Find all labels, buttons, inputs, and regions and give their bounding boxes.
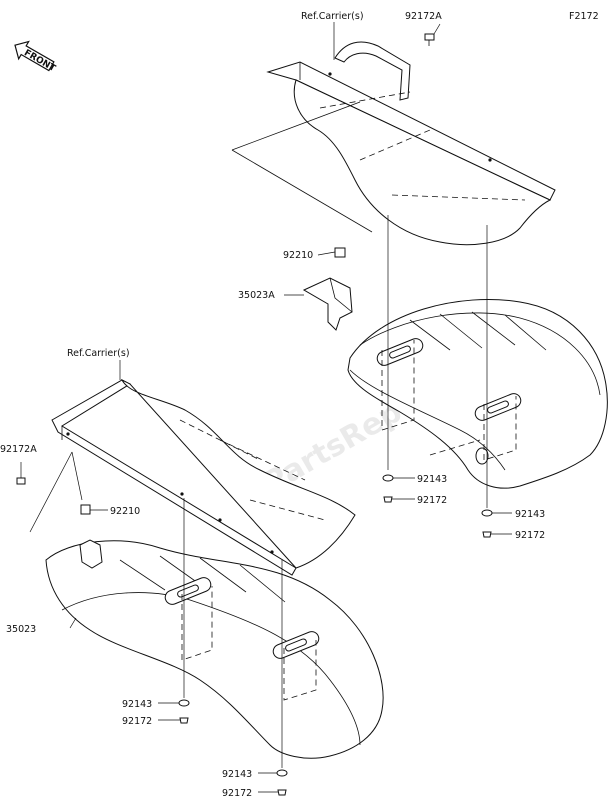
label-35023A: 35023A	[238, 290, 275, 301]
label-92172-right-2: 92172	[515, 530, 545, 541]
label-92143-right-1: 92143	[417, 474, 447, 485]
label-92143-bottom-2: 92143	[222, 769, 252, 780]
label-92172A-top: 92172A	[405, 11, 442, 22]
leader-clip-left	[29, 451, 83, 533]
label-92210-top: 92210	[283, 250, 313, 261]
label-35023: 35023	[6, 624, 36, 635]
bracket-35023A	[284, 277, 353, 331]
figure-code: F2172	[569, 11, 599, 22]
bolt-92172-right-2	[482, 531, 512, 538]
grommet-92143-right-2	[481, 509, 512, 517]
bolt-92172-bottom-1	[158, 717, 189, 724]
label-92143-bottom-1: 92143	[122, 699, 152, 710]
label-92143-right-2: 92143	[515, 509, 545, 520]
bolt-92172-bottom-2	[258, 789, 287, 796]
lower-cover-sheet	[120, 378, 356, 569]
label-92172A-left: 92172A	[0, 444, 37, 455]
label-92172-bottom-1: 92172	[122, 716, 152, 727]
label-92210-left: 92210	[110, 506, 140, 517]
grommet-92143-bottom-1	[158, 699, 190, 707]
clip-92210-left	[80, 504, 108, 515]
bolt-92172-right-1	[383, 496, 415, 503]
seat-pad-left	[45, 539, 384, 759]
grommet-92143-right-1	[382, 474, 415, 482]
label-ref-carrier-left: Ref.Carrier(s)	[67, 348, 130, 359]
clip-92210-top	[317, 247, 346, 258]
label-92172-right-1: 92172	[417, 495, 447, 506]
front-arrow-icon: FRONT	[14, 40, 58, 74]
bolt-92172A-left	[16, 462, 26, 485]
label-ref-carrier-top: Ref.Carrier(s)	[301, 11, 364, 22]
seat-pad-right	[347, 299, 608, 489]
grommet-92143-bottom-2	[258, 769, 288, 777]
upper-cover-sheet	[231, 79, 552, 246]
bolt-92172A-top	[424, 23, 441, 46]
label-92172-bottom-2: 92172	[222, 788, 252, 799]
